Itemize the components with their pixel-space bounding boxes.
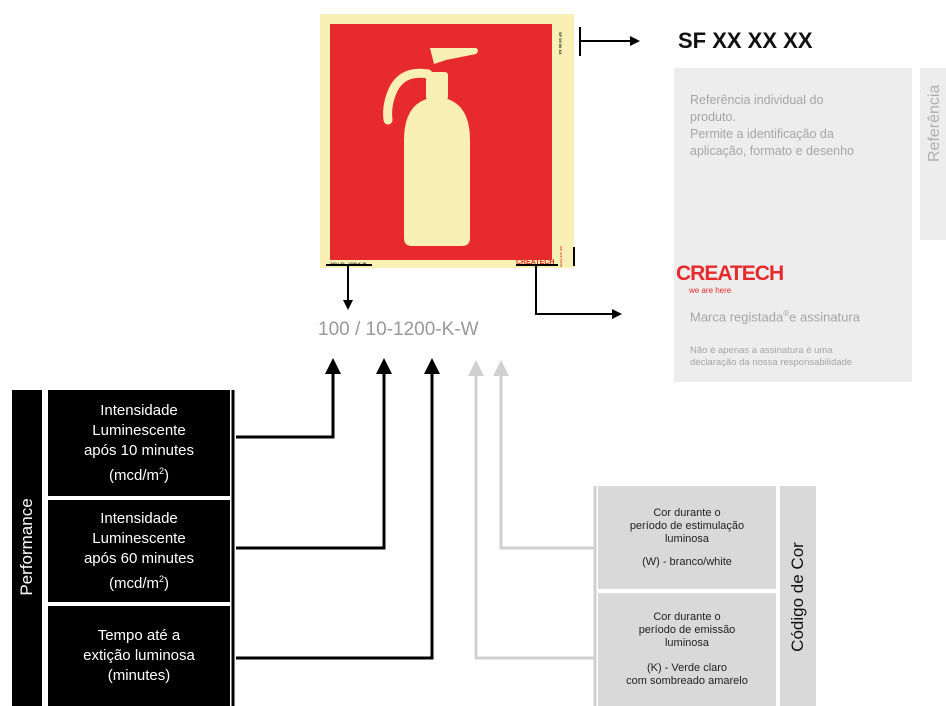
brand-logo: CREATECH [676,262,784,285]
sign-brand-mark: CREATECH [516,259,555,266]
brand-arrow [535,265,622,319]
performance-label: Performance [17,498,36,596]
arrow-perf-10 [236,372,335,439]
code-string: 100 / 10-1200-K-W [318,319,479,340]
arrow-color-w [499,374,595,550]
perf-box-10min: Intensidade Luminescente após 10 minutes… [48,390,230,496]
brand-note: Não é apenas a assinatura é uma declaraç… [690,345,853,368]
brand-box [674,240,912,382]
color-box-k: Cor durante o período de emissão luminos… [598,593,776,706]
reference-box [674,68,912,240]
arrow-color-k [474,374,595,660]
reference-description: Referência individual do produto. Permit… [690,93,854,158]
sign-bottom-code: 100 / 10 - 1200-K-W [330,261,367,266]
reference-code: SF XX XX XX [678,28,813,53]
perf-box-time: Tempo até a extição luminosa (minutes) [48,606,230,706]
brand-tagline: we are here [689,286,732,295]
color-code-label-bar [780,486,816,706]
arrow-perf-time [236,372,434,660]
reference-side-label: Referência [926,84,943,162]
brand-title: Marca registada®e assinatura [690,309,860,325]
reference-side-box [920,68,946,240]
sign-side-code: SF 00 00 XX [558,32,563,55]
perf-box-60min: Intensidade Luminescente após 60 minutes… [48,500,230,602]
fire-extinguisher-icon [383,48,478,246]
performance-label-bar [12,390,42,706]
color-code-label: Código de Cor [788,542,807,652]
sign-side-tagline: we are here [559,246,564,268]
arrow-perf-60 [236,372,386,550]
color-box-w: Cor durante o período de estimulação lum… [598,486,776,589]
